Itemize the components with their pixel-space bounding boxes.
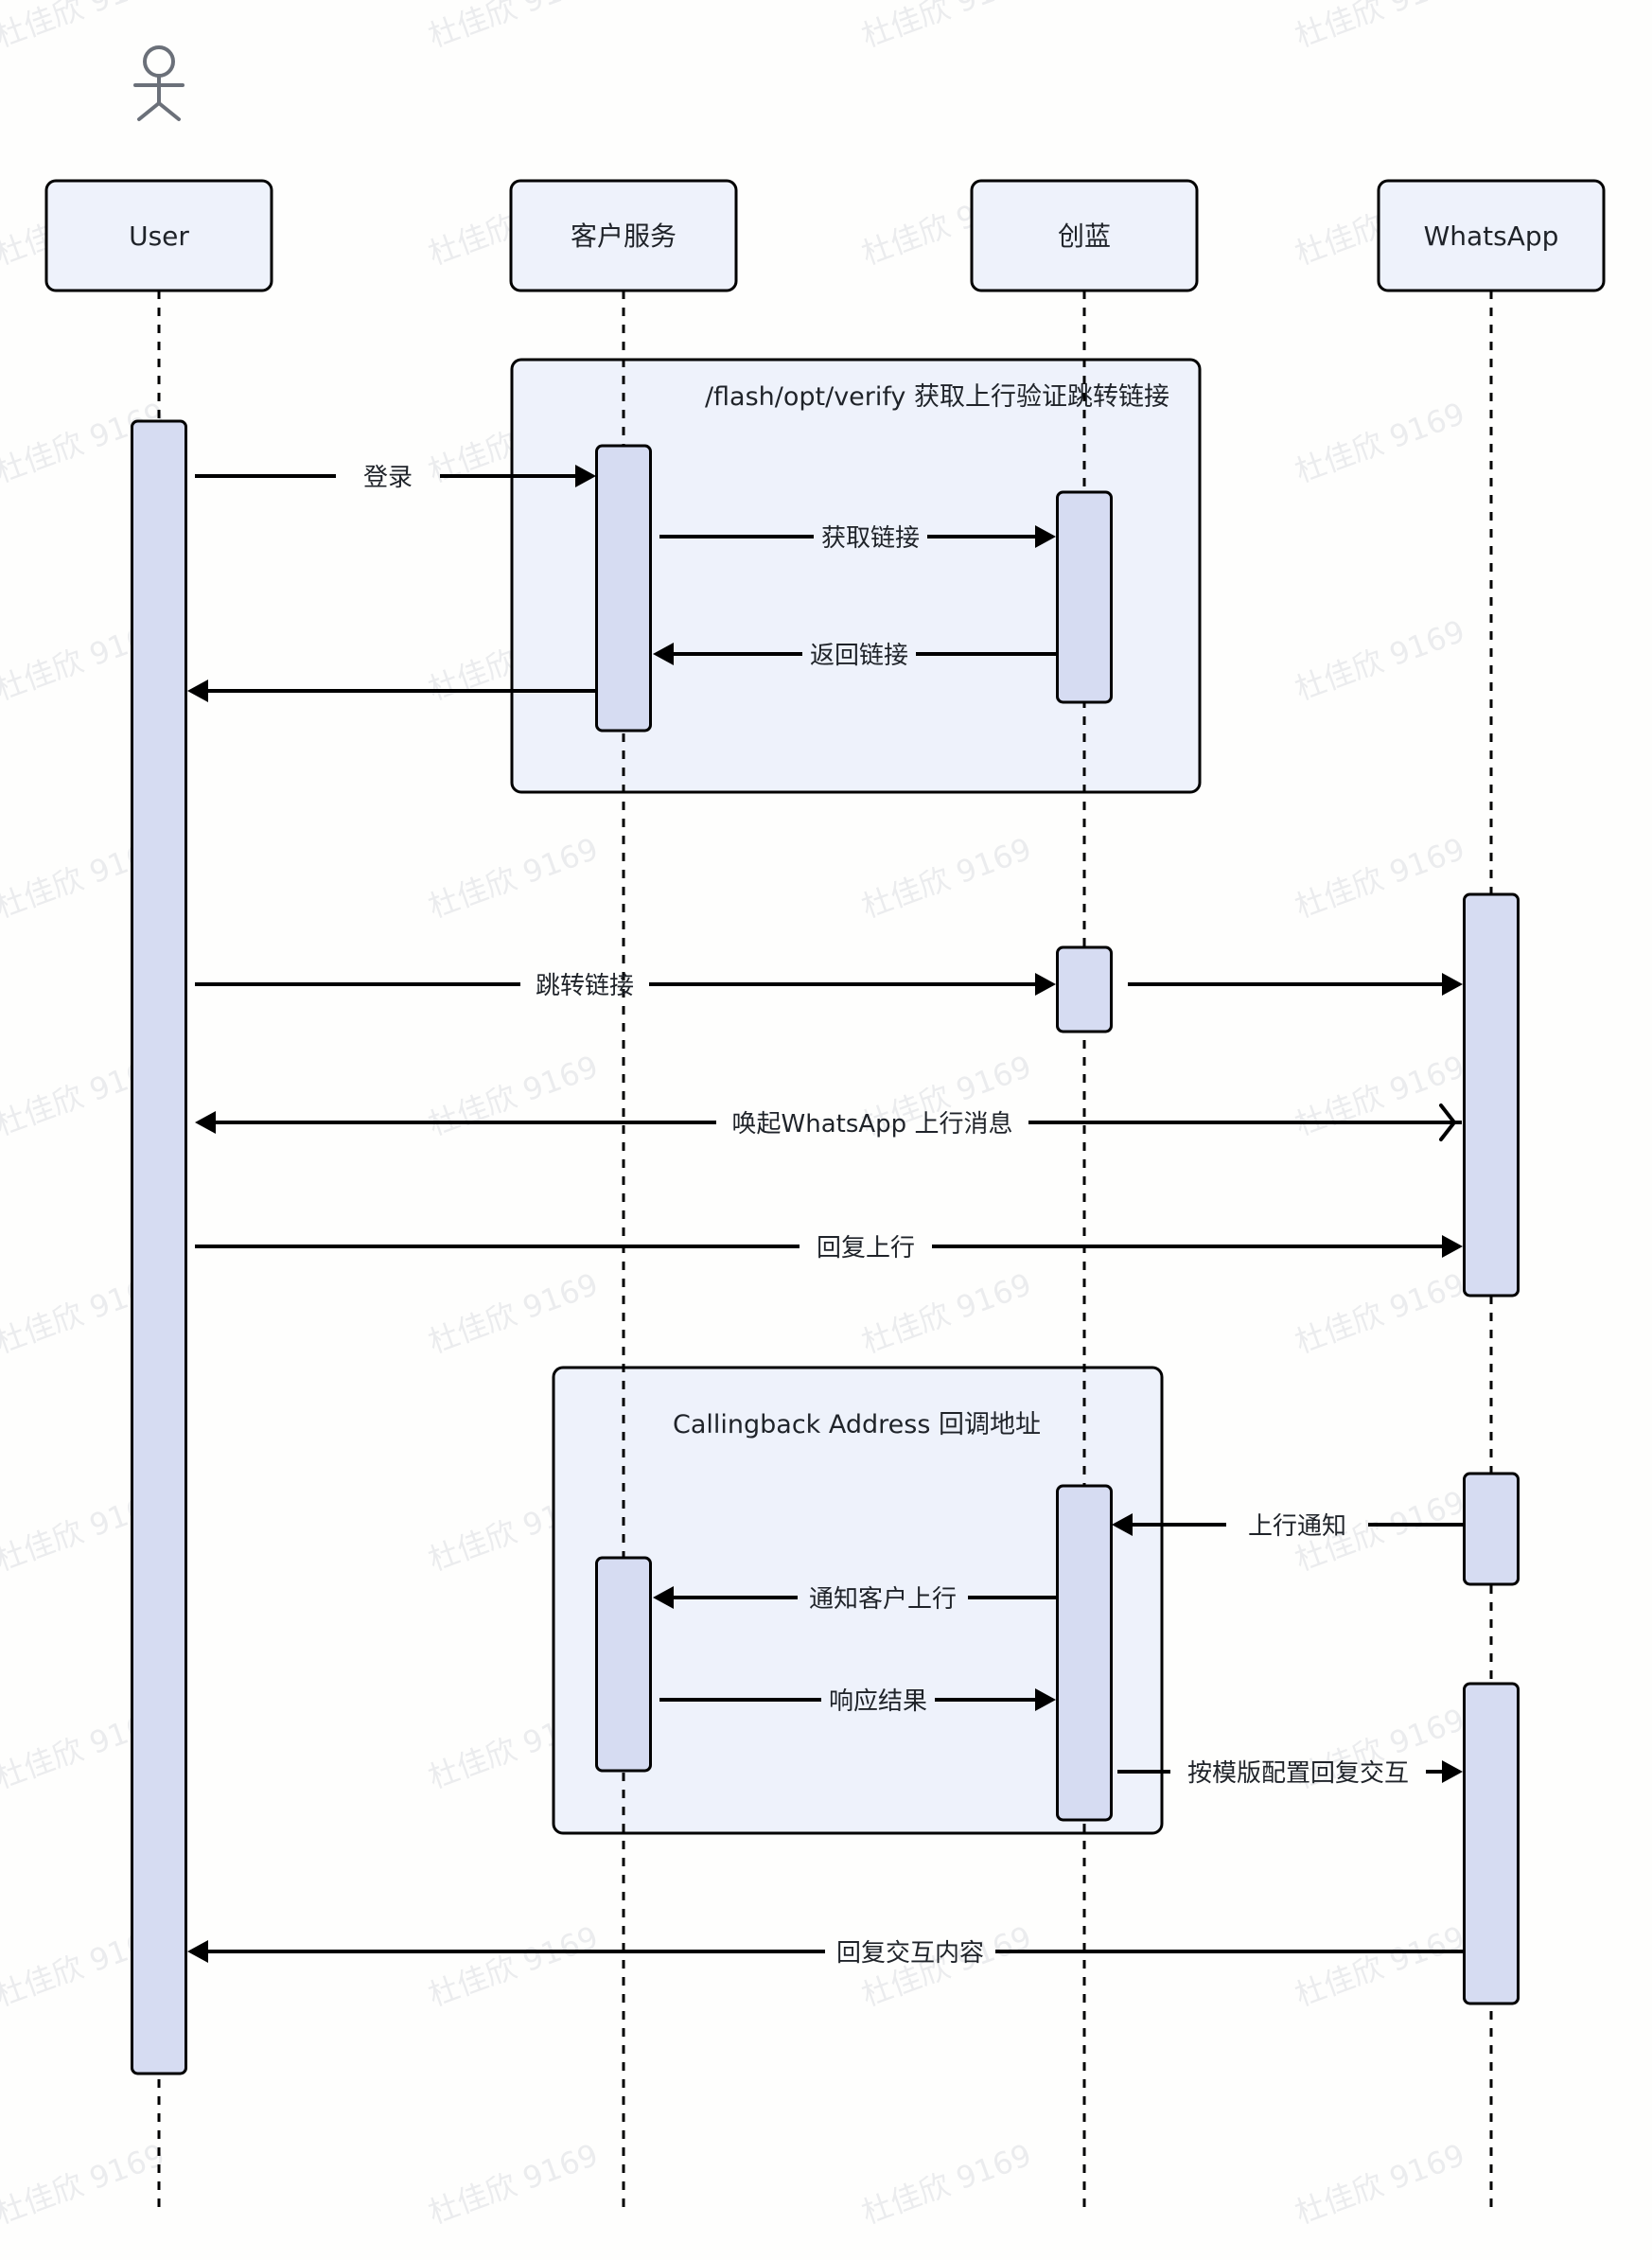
watermark-text: 杜佳欣 9169 bbox=[0, 2137, 169, 2232]
arrowhead-icon bbox=[1112, 1513, 1133, 1536]
arrowhead-icon bbox=[1035, 525, 1056, 548]
watermark-text: 杜佳欣 9169 bbox=[1291, 2137, 1469, 2232]
message-label: 返回链接 bbox=[810, 642, 908, 670]
message-whatsapp-to-user[interactable]: 回复交互内容 bbox=[187, 1939, 1463, 1968]
watermark-text: 杜佳欣 9169 bbox=[857, 831, 1036, 926]
frame-title: /flash/opt/verify 获取上行验证跳转链接 bbox=[705, 382, 1169, 412]
watermark-text: 杜佳欣 9169 bbox=[1291, 831, 1469, 926]
watermark-text: 杜佳欣 9169 bbox=[424, 0, 603, 55]
watermark-text: 杜佳欣 9169 bbox=[424, 1049, 603, 1143]
message-return-chuanglan-to-whatsapp[interactable] bbox=[1128, 973, 1463, 996]
participant-box[interactable] bbox=[44, 179, 273, 292]
activations-layer bbox=[131, 419, 1520, 2075]
activation-bar-chuanglan bbox=[1056, 945, 1113, 1033]
open-arrowhead-icon bbox=[1439, 1104, 1457, 1141]
frame-callback: Callingback Address 回调地址 bbox=[552, 1366, 1164, 1835]
message-user-to-whatsapp[interactable]: 回复上行 bbox=[195, 1234, 1463, 1262]
message-user-to-chuanglan[interactable]: 跳转链接 bbox=[195, 972, 1056, 1000]
participants-layer: User 客户服务 创蓝 WhatsApp bbox=[44, 45, 1606, 292]
arrowhead-icon bbox=[195, 1111, 216, 1134]
activation-bar-chuanglan bbox=[1056, 490, 1113, 704]
arrowhead-icon bbox=[1442, 1760, 1463, 1783]
participant-box[interactable] bbox=[970, 179, 1199, 292]
activation-bar-user bbox=[131, 419, 187, 2075]
watermark-text: 杜佳欣 9169 bbox=[1291, 1049, 1469, 1143]
message-label: 按模版配置回复交互 bbox=[1187, 1759, 1409, 1788]
activation-bar-whatsapp bbox=[1463, 1682, 1520, 2005]
participant-user[interactable]: User bbox=[44, 179, 273, 292]
message-label: 唤起WhatsApp 上行消息 bbox=[732, 1110, 1013, 1139]
stick-figure-icon bbox=[133, 45, 185, 121]
message-label: 登录 bbox=[363, 464, 413, 492]
frame-box bbox=[552, 1366, 1164, 1835]
watermark-text: 杜佳欣 9169 bbox=[0, 0, 169, 55]
participant-box[interactable] bbox=[1377, 179, 1606, 292]
watermark-text: 杜佳欣 9169 bbox=[1291, 1919, 1469, 2014]
participant-service[interactable]: 客户服务 bbox=[509, 179, 738, 292]
activation-bar-whatsapp bbox=[1463, 1472, 1520, 1586]
message-label: 通知客户上行 bbox=[809, 1585, 957, 1614]
watermark-text: 杜佳欣 9169 bbox=[857, 1266, 1036, 1361]
arrowhead-icon bbox=[1035, 1688, 1056, 1711]
frame-title: Callingback Address 回调地址 bbox=[673, 1410, 1041, 1439]
activation-bar-chuanglan bbox=[1056, 1484, 1113, 1822]
message-label: 获取链接 bbox=[821, 524, 920, 553]
watermark-text: 杜佳欣 9169 bbox=[1291, 0, 1469, 55]
message-chuanglan-to-service[interactable]: 返回链接 bbox=[653, 642, 1056, 670]
activation-bar-whatsapp bbox=[1463, 892, 1520, 1298]
watermark-text: 杜佳欣 9169 bbox=[1291, 396, 1469, 490]
watermark-text: 杜佳欣 9169 bbox=[857, 0, 1036, 55]
message-whatsapp-to-chuanglan[interactable]: 上行通知 bbox=[1112, 1512, 1463, 1541]
activation-bar-service bbox=[595, 444, 652, 733]
message-user-to-service[interactable]: 登录 bbox=[195, 464, 596, 492]
message-return-service-to-user[interactable] bbox=[187, 680, 596, 702]
watermark-text: 杜佳欣 9169 bbox=[424, 2137, 603, 2232]
frame-box bbox=[510, 358, 1202, 794]
arrowhead-icon bbox=[1442, 973, 1463, 996]
arrowhead-icon bbox=[187, 680, 208, 702]
message-whatsapp-to-user[interactable]: 唤起WhatsApp 上行消息 bbox=[195, 1104, 1462, 1141]
message-label: 回复交互内容 bbox=[836, 1939, 984, 1968]
message-service-to-chuanglan[interactable]: 响应结果 bbox=[659, 1687, 1056, 1716]
participant-box[interactable] bbox=[509, 179, 738, 292]
arrowhead-icon bbox=[575, 465, 596, 487]
watermark-text: 杜佳欣 9169 bbox=[857, 2137, 1036, 2232]
watermark-text: 杜佳欣 9169 bbox=[424, 1919, 603, 2014]
arrowhead-icon bbox=[1442, 1235, 1463, 1258]
message-label: 上行通知 bbox=[1248, 1512, 1346, 1541]
message-label: 回复上行 bbox=[817, 1234, 915, 1262]
watermark-text: 杜佳欣 9169 bbox=[424, 1266, 603, 1361]
participant-label: 创蓝 bbox=[1058, 221, 1111, 252]
message-label: 响应结果 bbox=[829, 1687, 927, 1716]
arrowhead-icon bbox=[187, 1940, 208, 1963]
activation-bar-service bbox=[595, 1556, 652, 1773]
participant-label: WhatsApp bbox=[1424, 221, 1559, 252]
arrowhead-icon bbox=[653, 1586, 674, 1609]
message-service-to-chuanglan[interactable]: 获取链接 bbox=[659, 524, 1056, 553]
message-chuanglan-to-whatsapp[interactable]: 按模版配置回复交互 bbox=[1117, 1759, 1463, 1788]
message-chuanglan-to-service[interactable]: 通知客户上行 bbox=[653, 1585, 1056, 1614]
participant-label: User bbox=[129, 221, 189, 252]
watermark-text: 杜佳欣 9169 bbox=[1291, 613, 1469, 708]
arrowhead-icon bbox=[1035, 973, 1056, 996]
frames-layer: /flash/opt/verify 获取上行验证跳转链接 Callingback … bbox=[510, 358, 1202, 1835]
watermark-text: 杜佳欣 9169 bbox=[1291, 1266, 1469, 1361]
frame-verify: /flash/opt/verify 获取上行验证跳转链接 bbox=[510, 358, 1202, 794]
arrowhead-icon bbox=[653, 643, 674, 665]
participant-chuanglan[interactable]: 创蓝 bbox=[970, 179, 1199, 292]
watermark-text: 杜佳欣 9169 bbox=[424, 831, 603, 926]
participant-label: 客户服务 bbox=[571, 221, 677, 252]
participant-whatsapp[interactable]: WhatsApp bbox=[1377, 179, 1606, 292]
message-label: 跳转链接 bbox=[536, 972, 634, 1000]
